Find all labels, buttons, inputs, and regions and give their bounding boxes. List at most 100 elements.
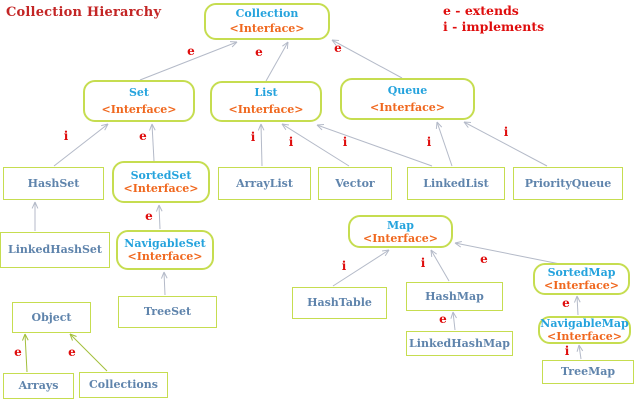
arrowhead-icon <box>260 123 265 131</box>
node-sortedset: SortedSet<Interface> <box>112 161 210 203</box>
node-map: Map<Interface> <box>348 215 453 248</box>
arrowhead-icon <box>282 41 289 47</box>
edge-label-arrays-object: e <box>14 345 22 359</box>
edge-label-sortedmap-map: e <box>480 252 488 266</box>
arrowhead-icon <box>316 124 323 131</box>
arrowhead-icon <box>34 201 39 209</box>
arrowhead-icon <box>155 204 160 212</box>
arrowhead-icon <box>576 344 580 352</box>
edge-label-hashtable-map: i <box>341 259 347 273</box>
node-hashtable: HashTable <box>292 287 387 319</box>
legend-implements: i - implements <box>443 19 545 34</box>
node-object: Object <box>12 302 91 333</box>
arrowhead-icon <box>160 271 165 279</box>
interface-tag: <Interface> <box>546 330 622 343</box>
arrowhead-icon <box>231 41 238 48</box>
arrowhead-icon <box>22 333 26 341</box>
node-label: Set <box>128 86 150 99</box>
arrowhead-icon <box>435 121 438 130</box>
edge-label-hashmap-map: i <box>420 256 426 270</box>
node-queue: Queue <Interface> <box>340 78 475 120</box>
edge-label-set-collection: e <box>187 44 195 58</box>
arrowhead-icon <box>281 123 287 131</box>
arrowhead-icon <box>149 123 153 131</box>
edge-sortedmap-map <box>454 242 561 265</box>
edge-navigablemap-sortedmap <box>576 295 579 316</box>
edge-label-navigableset-sortedset: e <box>145 209 153 223</box>
arrowhead-icon <box>69 333 73 341</box>
arrowhead-icon <box>331 39 337 46</box>
node-label: SortedSet <box>130 169 192 182</box>
arrowhead-icon <box>31 201 36 209</box>
node-label: LinkedList <box>423 177 489 190</box>
arrowhead-icon <box>331 39 340 42</box>
legend: e - extends i - implements <box>443 3 544 35</box>
node-treeset: TreeSet <box>118 296 217 328</box>
arrowhead-icon <box>574 295 578 303</box>
interface-tag: <Interface> <box>101 103 177 116</box>
arrowhead-icon <box>430 249 433 258</box>
edge-sortedset-set <box>151 123 155 162</box>
interface-tag: <Interface> <box>123 182 199 195</box>
arrowhead-icon <box>101 123 109 127</box>
node-priorityqueue: PriorityQueue <box>513 167 623 200</box>
edge-hashmap-map <box>430 249 450 282</box>
edge-treeset-navigableset <box>163 271 166 296</box>
edge-label-linkedlist-list: i <box>342 135 348 149</box>
arrowhead-icon <box>576 295 581 303</box>
edge-navigableset-sortedset <box>158 204 161 230</box>
node-collection: Collection<Interface> <box>204 3 330 40</box>
interface-tag: <Interface> <box>369 101 445 114</box>
arrowhead-icon <box>151 123 156 131</box>
arrowhead-icon <box>454 240 462 244</box>
arrowhead-icon <box>436 121 443 128</box>
edge-label-collections-object: e <box>68 345 76 359</box>
interface-tag: <Interface> <box>127 250 203 263</box>
edge-priorityqueue-queue <box>463 121 548 167</box>
edge-collections-object <box>69 333 108 372</box>
node-label: LinkedHashMap <box>409 337 510 350</box>
interface-tag: <Interface> <box>229 21 305 35</box>
node-label: ArrayList <box>236 177 293 190</box>
arrowhead-icon <box>452 311 457 319</box>
node-hashset: HashSet <box>3 167 104 200</box>
node-set: Set <Interface> <box>83 80 195 122</box>
node-arrays: Arrays <box>3 373 74 399</box>
node-treemap: TreeMap <box>542 360 634 384</box>
arrowhead-icon <box>158 204 163 212</box>
node-label: TreeSet <box>143 305 192 318</box>
node-label: PriorityQueue <box>524 177 612 190</box>
arrowhead-icon <box>163 271 168 279</box>
node-label: HashSet <box>27 177 80 190</box>
arrowhead-icon <box>463 121 469 128</box>
edge-label-linkedlist-queue: i <box>426 135 432 149</box>
edge-label-treemap-navigablemap: i <box>564 344 570 358</box>
arrowhead-icon <box>257 123 262 131</box>
diagram-title: Collection Hierarchy <box>6 5 162 20</box>
edge-label-hashset-set: i <box>63 129 69 143</box>
edge-list-collection <box>265 41 289 82</box>
edge-label-sortedset-set: e <box>139 129 147 143</box>
edge-label-vector-list: i <box>288 135 294 149</box>
node-linkedhashset: LinkedHashSet <box>0 232 110 268</box>
edge-label-priorityqueue-queue: i <box>503 125 509 139</box>
node-arraylist: ArrayList <box>218 167 311 200</box>
arrowhead-icon <box>454 242 461 248</box>
node-label: HashTable <box>307 296 372 309</box>
edge-set-collection <box>139 41 238 81</box>
node-label: Vector <box>335 177 375 190</box>
edge-vector-list <box>281 123 350 167</box>
node-label: Queue <box>387 84 428 97</box>
edge-arraylist-list <box>260 123 263 167</box>
node-label: TreeMap <box>560 365 616 378</box>
node-linkedlist: LinkedList <box>407 167 505 200</box>
node-hashmap: HashMap <box>406 282 503 311</box>
edge-label-list-collection: e <box>255 45 263 59</box>
arrowhead-icon <box>316 123 325 126</box>
edge-hashtable-map <box>332 249 390 287</box>
edge-linkedlist-list <box>316 124 433 167</box>
interface-tag: <Interface> <box>362 231 438 245</box>
node-linkedhashmap: LinkedHashMap <box>406 331 513 356</box>
node-label: SortedMap <box>547 266 616 279</box>
